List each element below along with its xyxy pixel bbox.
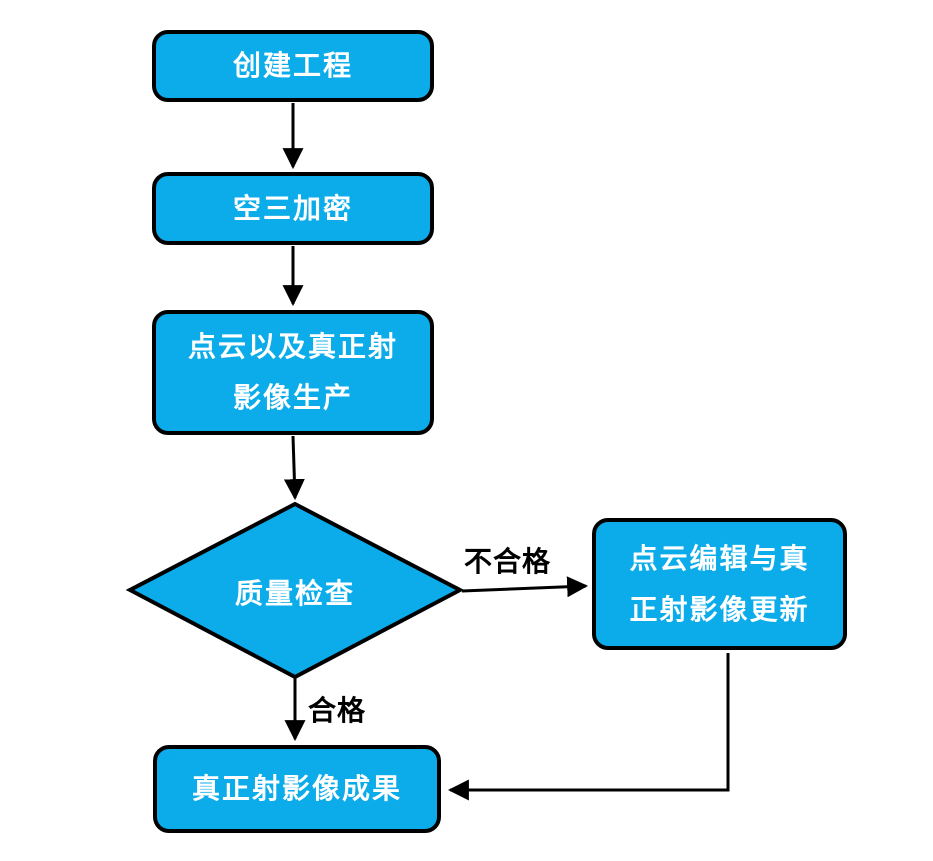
- node-pointcloud-ortho-production-label-line2: 影像生产: [232, 382, 353, 413]
- edge-production-to-quality-check: [283, 435, 305, 501]
- node-pointcloud-ortho-production: 点云以及真正射 影像生产: [152, 310, 434, 435]
- node-create-project-label: 创建工程: [232, 50, 353, 82]
- node-aerial-triangulation: 空三加密: [152, 172, 434, 245]
- edge-edit-to-result: [447, 653, 730, 801]
- node-quality-check-shape: [125, 501, 465, 680]
- node-pointcloud-ortho-production-label-line1: 点云以及真正射: [187, 331, 398, 363]
- node-pointcloud-edit-ortho-update: 点云编辑与真 正射影像更新: [592, 518, 847, 650]
- edge-quality-check-fail-to-edit: [461, 576, 589, 598]
- node-create-project: 创建工程: [152, 30, 434, 102]
- edge-label-fail: 不合格: [464, 546, 552, 577]
- node-true-ortho-result: 真正射影像成果: [153, 745, 441, 833]
- node-pointcloud-edit-ortho-update-label-line1: 点云编辑与真: [629, 542, 810, 574]
- node-quality-check-label: 质量检查: [234, 578, 355, 609]
- node-pointcloud-edit-ortho-update-label-line2: 正射影像更新: [629, 593, 810, 625]
- node-aerial-triangulation-label: 空三加密: [232, 192, 353, 224]
- edge-label-pass: 合格: [308, 695, 367, 726]
- node-true-ortho-result-label: 真正射影像成果: [191, 773, 402, 805]
